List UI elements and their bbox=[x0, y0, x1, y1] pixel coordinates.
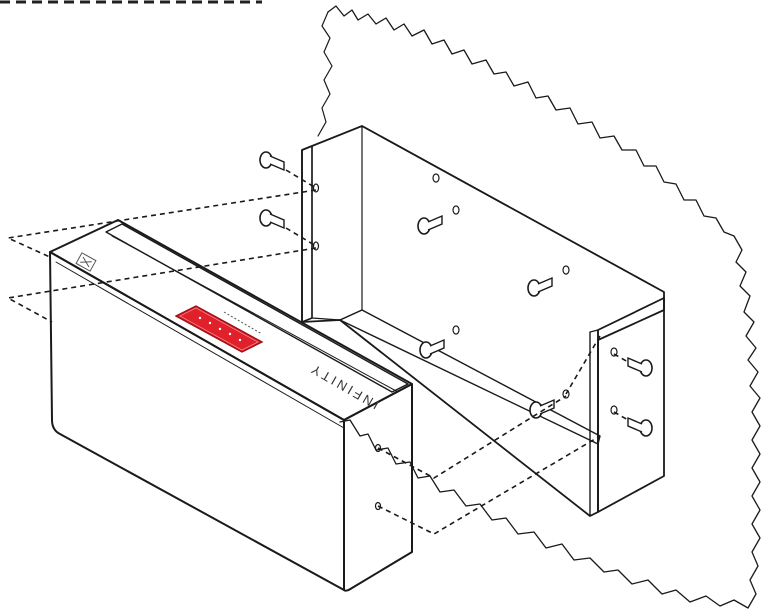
screw-icon bbox=[419, 338, 445, 359]
screw-icon bbox=[417, 214, 443, 235]
wall-icon bbox=[317, 5, 761, 609]
mounting-bracket-icon bbox=[301, 125, 665, 517]
screw-icon bbox=[259, 151, 285, 172]
screw-icon bbox=[527, 276, 553, 297]
screw-icon bbox=[627, 416, 653, 437]
screw-icon bbox=[259, 209, 285, 230]
device-icon: INFINITY bbox=[49, 219, 413, 592]
screws bbox=[259, 151, 653, 437]
screw-icon bbox=[627, 356, 653, 377]
led-panel-icon bbox=[174, 305, 264, 353]
alignment-guides bbox=[5, 169, 629, 535]
led-labels bbox=[223, 311, 263, 335]
bracket-holes bbox=[312, 173, 618, 415]
certification-logo-icon bbox=[75, 252, 97, 272]
